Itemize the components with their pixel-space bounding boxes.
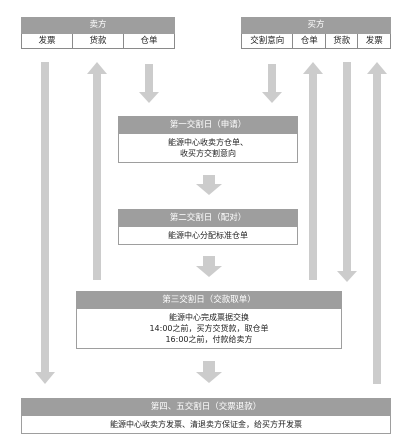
step-2-body: 能源中心分配标准仓单	[118, 227, 298, 245]
step-3-body: 能源中心完成票据交换 14:00之前，买方交货款，取仓单 16:00之前，付款给…	[76, 309, 342, 349]
buyer-item-intent: 交割意向	[242, 34, 294, 48]
step-1-body: 能源中心收卖方仓单、 收买方交割意向	[118, 134, 298, 163]
arrow-step1-to-step2	[196, 175, 222, 195]
step-3-line-2: 14:00之前，买方交货款，取仓单	[149, 324, 269, 333]
step-2-line-1: 能源中心分配标准仓单	[168, 231, 248, 240]
step-3-line-1: 能源中心完成票据交换	[169, 313, 249, 322]
arrow-buyer-warehouse-up	[303, 62, 323, 280]
step-4-title: 第四、五交割日（交票退款）	[21, 398, 391, 416]
step-1-line-1: 能源中心收卖方仓单、	[168, 138, 248, 147]
step-4-line-1: 能源中心收卖方发票、清退卖方保证金，给买方开发票	[110, 420, 302, 429]
arrow-buyer-intent-down	[262, 64, 282, 103]
step-1-line-2: 收买方交割意向	[180, 149, 236, 158]
seller-title: 卖方	[21, 17, 175, 34]
seller-item-invoice: 发票	[22, 34, 73, 48]
arrow-step2-to-step3	[196, 256, 222, 277]
arrow-buyer-invoice-up	[367, 62, 387, 384]
seller-item-warehouse-receipt: 仓单	[140, 36, 158, 46]
arrow-step3-to-step4	[196, 361, 222, 383]
step-1: 第一交割日（申请） 能源中心收卖方仓单、 收买方交割意向	[118, 116, 298, 163]
seller-item-payment: 货款	[73, 34, 124, 48]
arrow-seller-payment-up	[87, 62, 107, 280]
buyer-item-payment: 货款	[326, 34, 359, 48]
buyer-items: 交割意向 仓单 货款 发票	[241, 34, 391, 49]
step-3-title: 第三交割日（交款取单）	[76, 291, 342, 309]
step-4: 第四、五交割日（交票退款） 能源中心收卖方发票、清退卖方保证金，给买方开发票	[21, 398, 391, 434]
step-2-title: 第二交割日（配对）	[118, 209, 298, 227]
seller-panel: 卖方 发票 货款 仓单	[21, 17, 175, 49]
step-3: 第三交割日（交款取单） 能源中心完成票据交换 14:00之前，买方交货款，取仓单…	[76, 291, 342, 349]
arrow-buyer-payment-down	[337, 62, 357, 282]
arrow-seller-warehouse-down	[139, 64, 159, 103]
buyer-panel: 买方 交割意向 仓单 货款 发票	[241, 17, 391, 49]
step-2: 第二交割日（配对） 能源中心分配标准仓单	[118, 209, 298, 245]
arrow-seller-invoice-down	[35, 62, 55, 384]
step-3-line-3: 16:00之前，付款给卖方	[165, 335, 253, 344]
buyer-item-invoice: 发票	[365, 36, 383, 46]
step-1-title: 第一交割日（申请）	[118, 116, 298, 134]
buyer-item-warehouse-receipt: 仓单	[293, 34, 326, 48]
buyer-title: 买方	[241, 17, 391, 34]
step-4-body: 能源中心收卖方发票、清退卖方保证金，给买方开发票	[21, 416, 391, 434]
seller-items: 发票 货款 仓单	[21, 34, 175, 49]
